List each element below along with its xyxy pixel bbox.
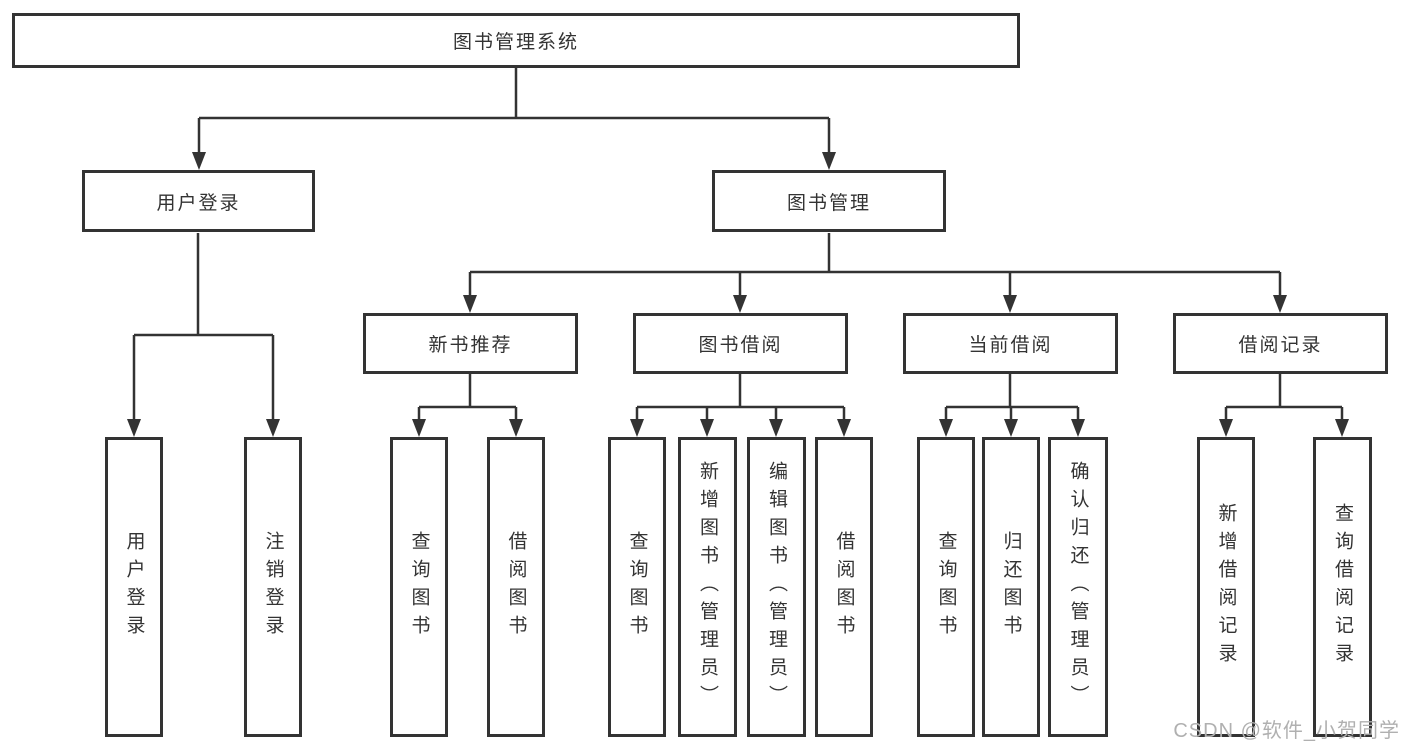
arrow-down-icon xyxy=(822,152,836,170)
leaf-query-books-current: 查询图书 xyxy=(917,437,975,737)
arrow-down-icon xyxy=(769,419,783,437)
leaf-query-books-borrow: 查询图书 xyxy=(608,437,666,737)
node-label: 编辑图书（管理员） xyxy=(766,461,787,713)
node-label: 用户登录 xyxy=(156,192,241,214)
arrow-down-icon xyxy=(939,419,953,437)
node-label: 借阅图书 xyxy=(833,531,855,643)
arrow-down-icon xyxy=(463,295,477,313)
arrow-down-icon xyxy=(1219,419,1233,437)
node-label: 图书管理 xyxy=(786,192,871,214)
leaf-return-books: 归还图书 xyxy=(982,437,1040,737)
node-label: 用户登录 xyxy=(123,531,145,643)
node-label: 借阅记录 xyxy=(1238,335,1323,356)
node-label: 查询图书 xyxy=(408,531,430,643)
leaf-user-login: 用户登录 xyxy=(105,437,163,737)
leaf-logout: 注销登录 xyxy=(244,437,302,737)
node-label: 新增图书（管理员） xyxy=(697,461,718,713)
arrow-down-icon xyxy=(412,419,426,437)
leaf-borrow-books-recommend: 借阅图书 xyxy=(487,437,545,737)
node-new-book-recommendation: 新书推荐 xyxy=(363,313,578,374)
leaf-edit-book-admin: 编辑图书（管理员） xyxy=(747,437,806,737)
node-borrowing-records: 借阅记录 xyxy=(1173,313,1388,374)
arrow-down-icon xyxy=(1071,419,1085,437)
node-book-management: 图书管理 xyxy=(712,170,946,232)
arrow-down-icon xyxy=(733,295,747,313)
leaf-query-books-recommend: 查询图书 xyxy=(390,437,448,737)
arrow-down-icon xyxy=(127,419,141,437)
connector-bookborrow-to-leaves xyxy=(635,374,846,422)
connector-userlogin-to-leaves xyxy=(132,233,275,422)
node-label: 新书推荐 xyxy=(428,335,513,356)
arrow-down-icon xyxy=(630,419,644,437)
arrow-down-icon xyxy=(1335,419,1349,437)
connector-newbook-to-leaves xyxy=(417,374,518,422)
node-label: 确认归还（管理员） xyxy=(1067,461,1089,713)
connector-records-to-leaves xyxy=(1224,374,1344,422)
leaf-confirm-return-admin: 确认归还（管理员） xyxy=(1048,437,1108,737)
leaf-borrow-books: 借阅图书 xyxy=(815,437,873,737)
node-label: 查询借阅记录 xyxy=(1332,503,1353,671)
node-label: 借阅图书 xyxy=(505,531,527,643)
arrow-down-icon xyxy=(509,419,523,437)
leaf-add-borrow-record: 新增借阅记录 xyxy=(1197,437,1255,737)
node-library-management-system: 图书管理系统 xyxy=(12,13,1020,68)
arrow-down-icon xyxy=(700,419,714,437)
node-current-borrowing: 当前借阅 xyxy=(903,313,1118,374)
node-label: 注销登录 xyxy=(262,531,284,643)
arrow-down-icon xyxy=(192,152,206,170)
connector-currentborrow-to-leaves xyxy=(944,374,1080,422)
arrow-down-icon xyxy=(1003,295,1017,313)
connector-bookmgmt-to-level3 xyxy=(468,233,1282,298)
node-book-borrowing: 图书借阅 xyxy=(633,313,848,374)
node-label: 图书借阅 xyxy=(698,335,783,356)
arrow-down-icon xyxy=(1273,295,1287,313)
arrow-down-icon xyxy=(837,419,851,437)
node-label: 新增借阅记录 xyxy=(1215,503,1237,671)
node-label: 当前借阅 xyxy=(968,335,1053,356)
arrow-down-icon xyxy=(1004,419,1018,437)
leaf-add-book-admin: 新增图书（管理员） xyxy=(678,437,737,737)
node-user-login: 用户登录 xyxy=(82,170,315,232)
node-label: 查询图书 xyxy=(626,531,648,643)
node-label: 归还图书 xyxy=(1000,531,1022,643)
node-label: 查询图书 xyxy=(935,531,957,643)
leaf-query-borrow-record: 查询借阅记录 xyxy=(1313,437,1372,737)
csdn-watermark: CSDN @软件_小贺同学 xyxy=(1173,720,1400,742)
arrow-down-icon xyxy=(266,419,280,437)
node-label: 图书管理系统 xyxy=(452,32,579,53)
